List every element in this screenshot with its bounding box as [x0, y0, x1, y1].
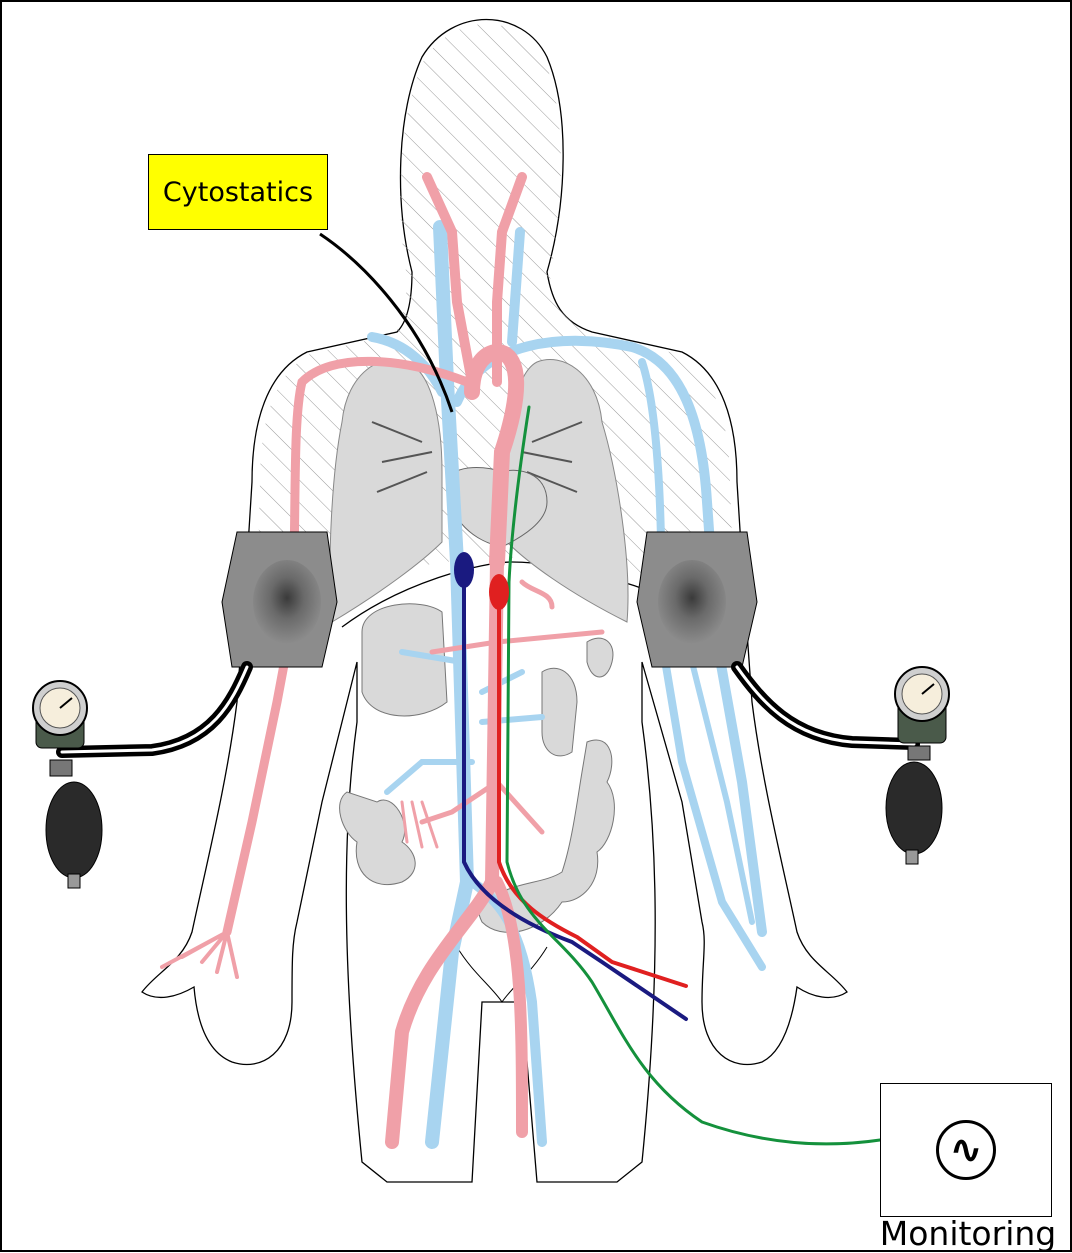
monitoring-box: ∿: [880, 1083, 1052, 1217]
inflation-bulb-icon: [46, 760, 102, 888]
inflation-bulb-icon: [886, 746, 942, 864]
right-pressure-cuff: [637, 532, 757, 667]
left-pressure-cuff: [222, 532, 337, 667]
cytostatics-label: Cytostatics: [163, 177, 313, 208]
pressure-gauge-icon: [33, 681, 87, 748]
pressure-gauge-icon: [895, 667, 949, 743]
monitoring-label: Monitoring: [868, 1214, 1068, 1253]
arterial-catheter-balloon: [489, 574, 509, 610]
cytostatics-label-box: Cytostatics: [148, 154, 328, 230]
venous-catheter-balloon: [454, 552, 474, 588]
sine-wave-icon: ∿: [936, 1120, 996, 1180]
